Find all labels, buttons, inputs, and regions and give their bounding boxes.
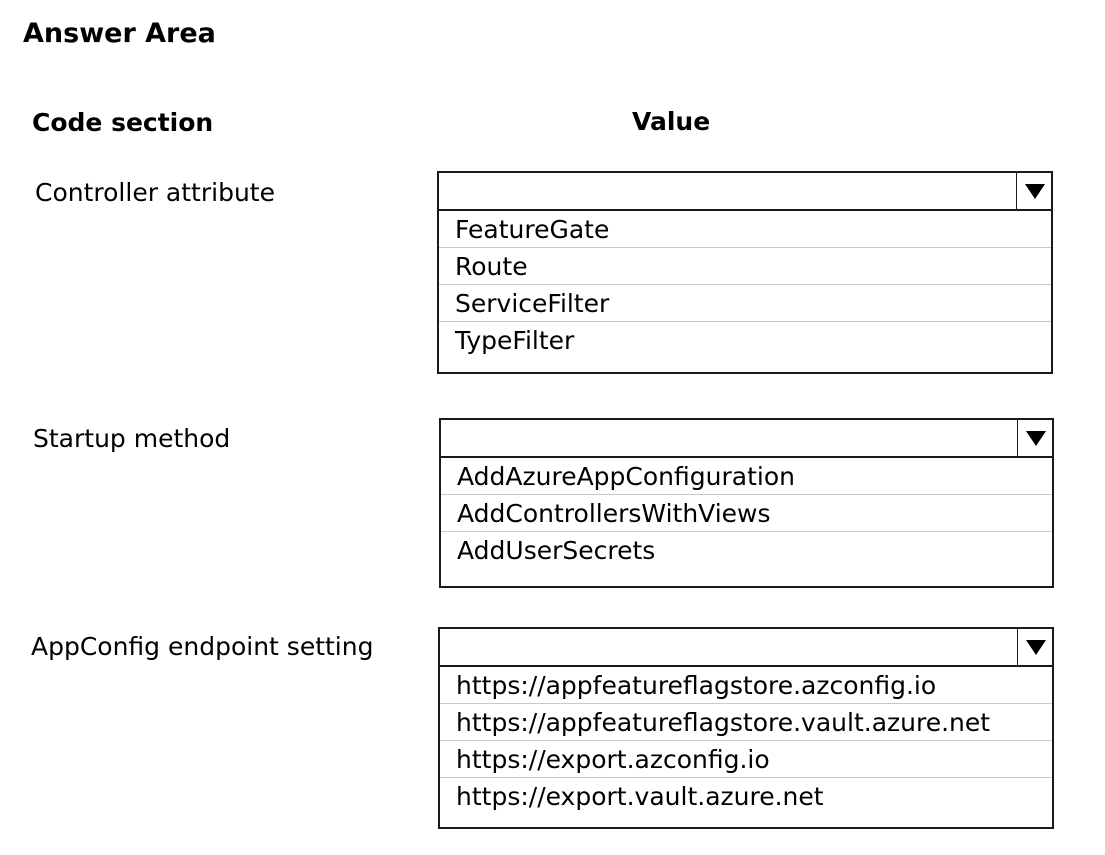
dropdown-option[interactable]: https://export.azconfig.io <box>440 741 1052 778</box>
dropdown-options-list: https://appfeatureflagstore.azconfig.io … <box>440 667 1052 815</box>
controller-attribute-label: Controller attribute <box>35 178 275 207</box>
dropdown-option[interactable]: AddUserSecrets <box>457 536 656 565</box>
triangle-down-icon[interactable] <box>1017 420 1052 458</box>
dropdown-selected-value[interactable] <box>441 420 1052 458</box>
code-section-header: Code section <box>32 108 214 137</box>
dropdown-option[interactable]: https://appfeatureflagstore.vault.azure.… <box>440 704 1052 741</box>
dropdown-option[interactable]: ServiceFilter <box>439 285 1051 322</box>
dropdown-options-list: FeatureGate Route ServiceFilter TypeFilt… <box>439 211 1051 359</box>
dropdown-selected-value[interactable] <box>439 173 1051 211</box>
startup-method-dropdown[interactable]: AddAzureAppConfiguration AddControllersW… <box>439 418 1054 588</box>
dropdown-option[interactable]: TypeFilter <box>455 326 575 355</box>
answer-area-title: Answer Area <box>23 18 216 49</box>
triangle-down-icon[interactable] <box>1017 629 1052 667</box>
appconfig-endpoint-setting-label: AppConfig endpoint setting <box>31 632 374 661</box>
dropdown-option[interactable]: Route <box>439 248 1051 285</box>
appconfig-endpoint-dropdown[interactable]: https://appfeatureflagstore.azconfig.io … <box>438 627 1054 829</box>
triangle-down-icon[interactable] <box>1016 173 1051 211</box>
dropdown-option[interactable]: https://appfeatureflagstore.azconfig.io <box>440 667 1052 704</box>
controller-attribute-dropdown[interactable]: FeatureGate Route ServiceFilter TypeFilt… <box>437 171 1053 374</box>
dropdown-option[interactable]: AddAzureAppConfiguration <box>441 458 1052 495</box>
dropdown-selected-value[interactable] <box>440 629 1052 667</box>
value-header: Value <box>632 107 711 136</box>
dropdown-option[interactable]: FeatureGate <box>439 211 1051 248</box>
startup-method-label: Startup method <box>33 424 231 453</box>
dropdown-option[interactable]: AddControllersWithViews <box>441 495 1052 532</box>
dropdown-options-list: AddAzureAppConfiguration AddControllersW… <box>441 458 1052 569</box>
dropdown-option[interactable]: https://export.vault.azure.net <box>456 782 824 811</box>
